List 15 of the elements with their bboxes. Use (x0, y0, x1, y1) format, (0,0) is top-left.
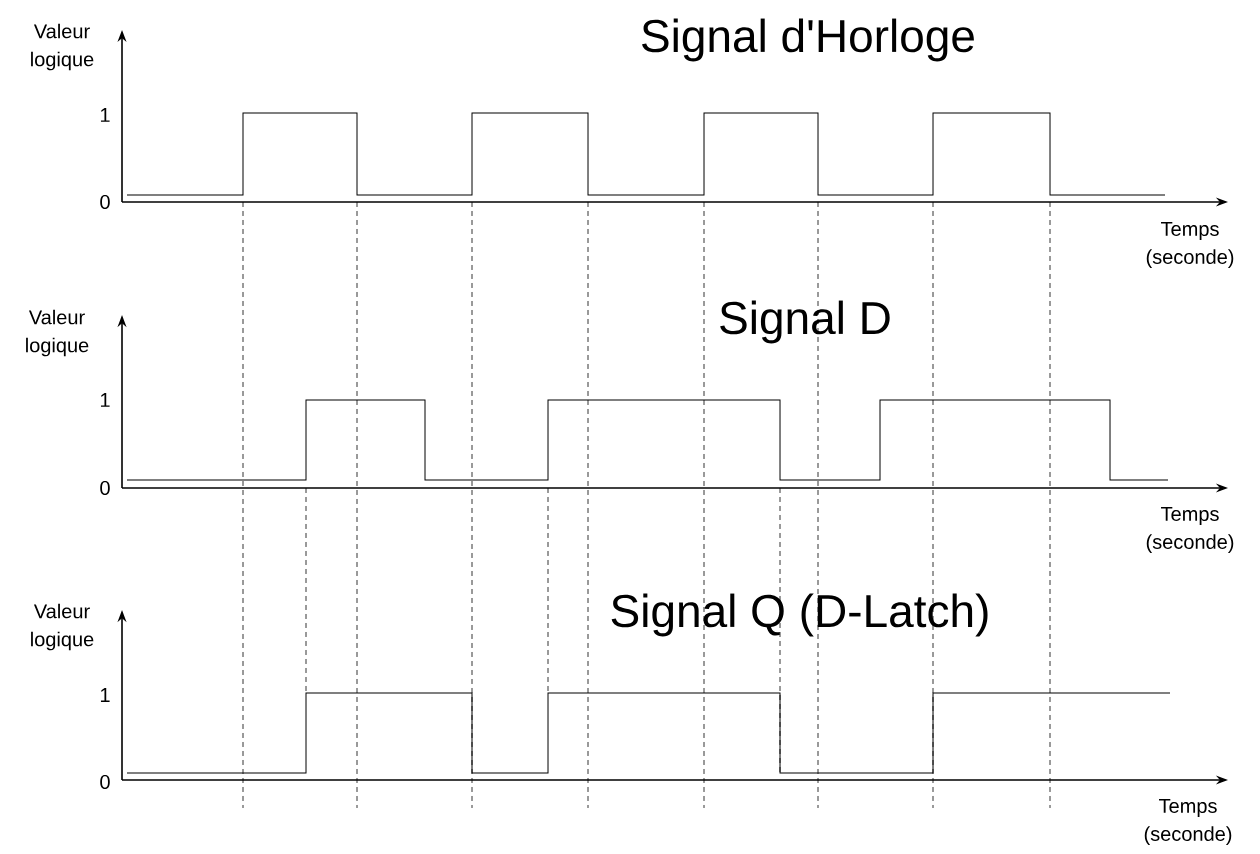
tick-label: 0 (100, 194, 110, 210)
axis-label: Valeur logique (31, 603, 94, 651)
signal-title: Signal D (720, 300, 890, 344)
signal-title: Signal Q (D-Latch) (611, 593, 988, 637)
axis-label: Temps (seconde) (1144, 799, 1232, 845)
axis-label: Valeur logique (31, 23, 94, 71)
tick-label: 1 (100, 108, 110, 122)
tick-label: 0 (100, 480, 110, 496)
tick-label: 0 (100, 774, 110, 790)
signal-title: Signal d'Horloge (642, 18, 974, 62)
tick-label: 1 (100, 688, 110, 702)
tick-label: 1 (100, 393, 110, 407)
axis-label: Temps (seconde) (1146, 507, 1234, 553)
axis-label: Temps (seconde) (1146, 222, 1234, 268)
axis-label: Valeur logique (26, 309, 89, 357)
